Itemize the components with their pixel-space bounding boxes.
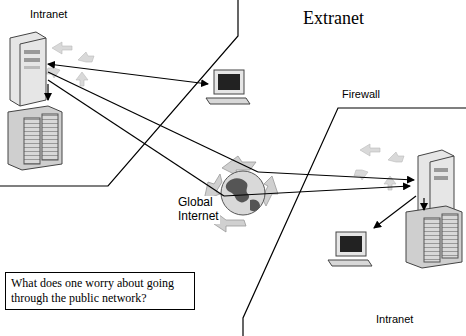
- server-tower: [10, 32, 46, 106]
- region-label: Firewall: [340, 88, 382, 101]
- region-label: Extranet: [303, 8, 364, 29]
- desktop-computer: [328, 232, 372, 266]
- network-cloud: [46, 42, 94, 86]
- firewall-boundary: [243, 108, 466, 336]
- rack-server: [8, 106, 62, 170]
- globe-icon: [221, 171, 265, 215]
- question-text: What does one worry about going through …: [11, 276, 189, 306]
- question-box: What does one worry about going through …: [5, 272, 195, 310]
- intranet-boundary: [0, 0, 238, 186]
- region-label: Intranet: [376, 313, 413, 326]
- network-cloud: [354, 144, 404, 190]
- connection-lines: [48, 64, 424, 228]
- region-label: Intranet: [30, 8, 67, 21]
- desktop-computer: [206, 70, 250, 104]
- rack-server: [406, 206, 462, 268]
- region-label: Global Internet: [176, 196, 220, 224]
